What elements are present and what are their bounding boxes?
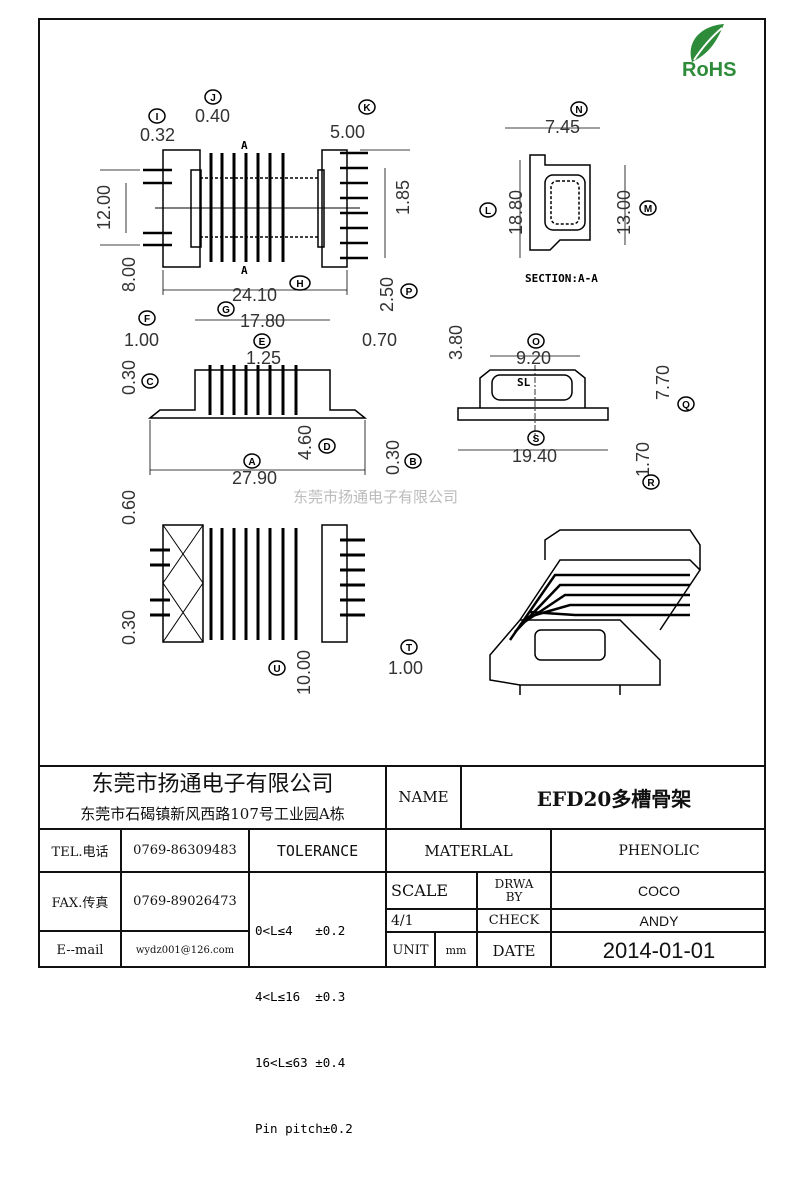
dim-label: 1.85: [393, 180, 413, 215]
unit-value: mm: [445, 944, 467, 957]
top-view: [100, 149, 410, 295]
drawn-by-label: DRWA BY: [494, 876, 534, 904]
marker-e: E: [259, 337, 266, 348]
dim-label: 0.30: [383, 440, 403, 475]
marker-h: H: [296, 279, 303, 290]
email-value: wydz001@126.com: [135, 944, 235, 956]
tolerance-item: 16<L≤63 ±0.4: [255, 1055, 346, 1070]
isometric-view: [489, 529, 701, 695]
date-value: 2014-01-01: [602, 937, 716, 963]
marker-c: C: [146, 377, 153, 388]
end-view: [457, 355, 609, 451]
material-value: PHENOLIC: [618, 842, 700, 859]
dim-label: 1.00: [388, 658, 423, 678]
dim-label: 17.80: [240, 311, 285, 331]
dim-label: 27.90: [232, 468, 277, 488]
dim-label: 0.32: [140, 125, 175, 145]
dim-label: 0.30: [119, 610, 139, 645]
dim-label: 3.80: [446, 325, 466, 360]
section-caption: SECTION:A-A: [525, 272, 598, 285]
tolerance-item: Pin pitch±0.2: [255, 1121, 353, 1136]
watermark: 东莞市扬通电子有限公司: [293, 488, 458, 506]
check-value: ANDY: [639, 912, 679, 929]
marker-p: P: [406, 287, 413, 298]
tolerance-label: TOLERANCE: [276, 841, 359, 860]
date-label: DATE: [492, 941, 536, 960]
company-address: 东莞市石碣镇新风西路107号工业园A栋: [80, 804, 345, 823]
marker-f: F: [144, 314, 150, 325]
dim-label: 18.80: [506, 190, 526, 235]
dim-label: 13.00: [614, 190, 634, 235]
rohs-text: RoHS: [682, 59, 736, 80]
dim-label: 0.60: [119, 490, 139, 525]
unit-label: UNIT: [392, 943, 429, 958]
dim-label: 4.60: [295, 425, 315, 460]
side-view: [147, 319, 368, 475]
check-label: CHECK: [488, 913, 540, 928]
end-view-tag: SL: [517, 376, 531, 389]
marker-i: I: [156, 112, 159, 123]
dim-label: 1.25: [246, 348, 281, 368]
marker-q: Q: [682, 400, 690, 411]
marker-a: A: [248, 457, 255, 468]
dim-label: 1.70: [633, 442, 653, 477]
marker-u: U: [273, 664, 280, 675]
marker-o: O: [532, 337, 540, 348]
dim-label: 0.40: [195, 106, 230, 126]
marker-l: L: [485, 206, 491, 217]
part-name: EFD20多槽骨架: [536, 786, 692, 811]
email-label: E--mail: [56, 942, 104, 958]
dim-label: 24.10: [232, 285, 277, 305]
bottom-view: [150, 524, 365, 643]
dim-label: 12.00: [94, 185, 114, 230]
dim-label: 5.00: [330, 122, 365, 142]
marker-t: T: [406, 643, 412, 654]
tolerance-list: 0<L≤4 ±0.2 4<L≤16 ±0.3 16<L≤63 ±0.4 Pin …: [255, 876, 385, 1184]
marker-d: D: [323, 442, 330, 453]
tel-value: 0769-86309483: [133, 843, 237, 858]
dim-label: 2.50: [377, 277, 397, 312]
drawn-by-value: COCO: [638, 882, 680, 899]
marker-j: J: [210, 93, 216, 104]
technical-drawing: 0.40 0.32 5.00 12.00 8.00 1.85 2.50 24.1…: [94, 89, 701, 695]
marker-s: S: [533, 434, 540, 445]
marker-m: M: [644, 204, 652, 215]
dim-label: 10.00: [294, 650, 314, 695]
dim-label: 1.00: [124, 330, 159, 350]
dim-label: 7.70: [653, 365, 673, 400]
marker-r: R: [647, 478, 655, 489]
marker-b: B: [409, 457, 416, 468]
dim-label: 8.00: [119, 257, 139, 292]
fax-label: FAX.传真: [51, 896, 109, 911]
material-label: MATERLAL: [424, 841, 513, 860]
dim-label: 19.40: [512, 446, 557, 466]
marker-n: N: [575, 105, 582, 116]
drawing-frame: [38, 18, 766, 968]
tolerance-item: 0<L≤4 ±0.2: [255, 923, 346, 938]
name-label: NAME: [398, 788, 449, 806]
tolerance-item: 4<L≤16 ±0.3: [255, 989, 346, 1004]
scale-label: SCALE: [391, 881, 449, 900]
dim-label: 0.30: [119, 360, 139, 395]
tel-label: TEL.电话: [51, 845, 109, 860]
dim-label: 0.70: [362, 330, 397, 350]
section-view: [505, 127, 626, 258]
marker-g: G: [222, 305, 230, 316]
fax-value: 0769-89026473: [133, 894, 237, 909]
rohs-logo: RoHS: [682, 24, 736, 80]
marker-k: K: [363, 103, 371, 114]
marker-group: [138, 89, 695, 676]
company-name: 东莞市扬通电子有限公司: [91, 772, 334, 797]
scale-value: 4/1: [391, 912, 414, 929]
dim-label: 9.20: [516, 348, 551, 368]
section-mark: A: [241, 139, 248, 152]
section-mark: A: [241, 264, 248, 277]
dim-label: 7.45: [545, 117, 580, 137]
